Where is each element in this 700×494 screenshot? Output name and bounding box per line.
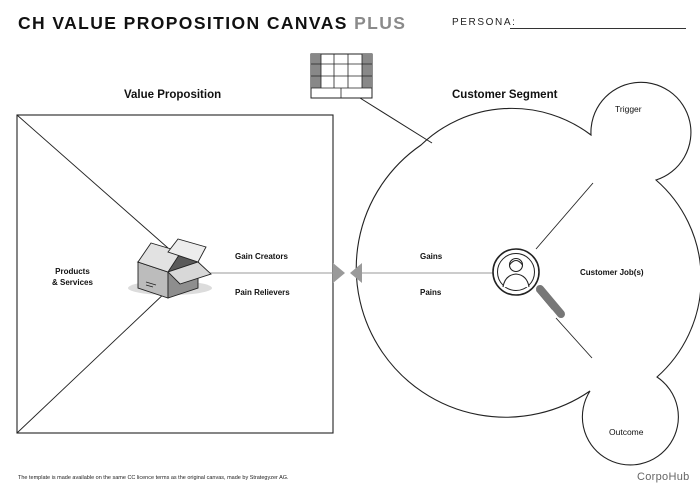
canvas-title: CH VALUE PROPOSITION CANVAS PLUS [18,13,406,34]
fit-arrow-right-icon [333,263,345,283]
products-services-line1: Products [55,267,90,276]
outcome-label: Outcome [609,427,644,437]
square-diagonal-top [16,114,169,249]
square-diagonal-bottom [16,289,169,434]
title-suffix: PLUS [354,13,407,33]
pain-relievers-label: Pain Relievers [235,288,290,297]
box-icon [128,238,212,299]
corpohub-logo: CorpoHub [637,471,690,483]
customer-segment-outline [355,81,700,466]
products-services-line2: & Services [52,278,93,287]
segment-line-to-trigger [535,182,594,250]
title-prefix: CH [18,13,47,33]
trigger-label: Trigger [615,104,642,114]
gain-creators-label: Gain Creators [235,252,288,261]
persona-input-line[interactable] [510,28,686,29]
fit-arrow-left-icon [350,263,362,283]
license-footnote: The template is made available on the sa… [18,475,289,481]
products-services-label: Products & Services [52,266,93,288]
mini-canvas-icon [310,53,373,99]
title-main: VALUE PROPOSITION CANVAS [52,13,348,33]
value-proposition-title: Value Proposition [124,89,222,101]
segment-line-to-outcome [555,317,593,359]
pains-label: Pains [420,288,442,297]
persona-label: PERSONA: [452,17,517,28]
gains-label: Gains [420,252,443,261]
customer-segment-title: Customer Segment [452,89,558,101]
customer-magnifier-icon [492,248,565,318]
mini-canvas-connector [359,97,433,144]
customer-jobs-label: Customer Job(s) [580,268,644,277]
